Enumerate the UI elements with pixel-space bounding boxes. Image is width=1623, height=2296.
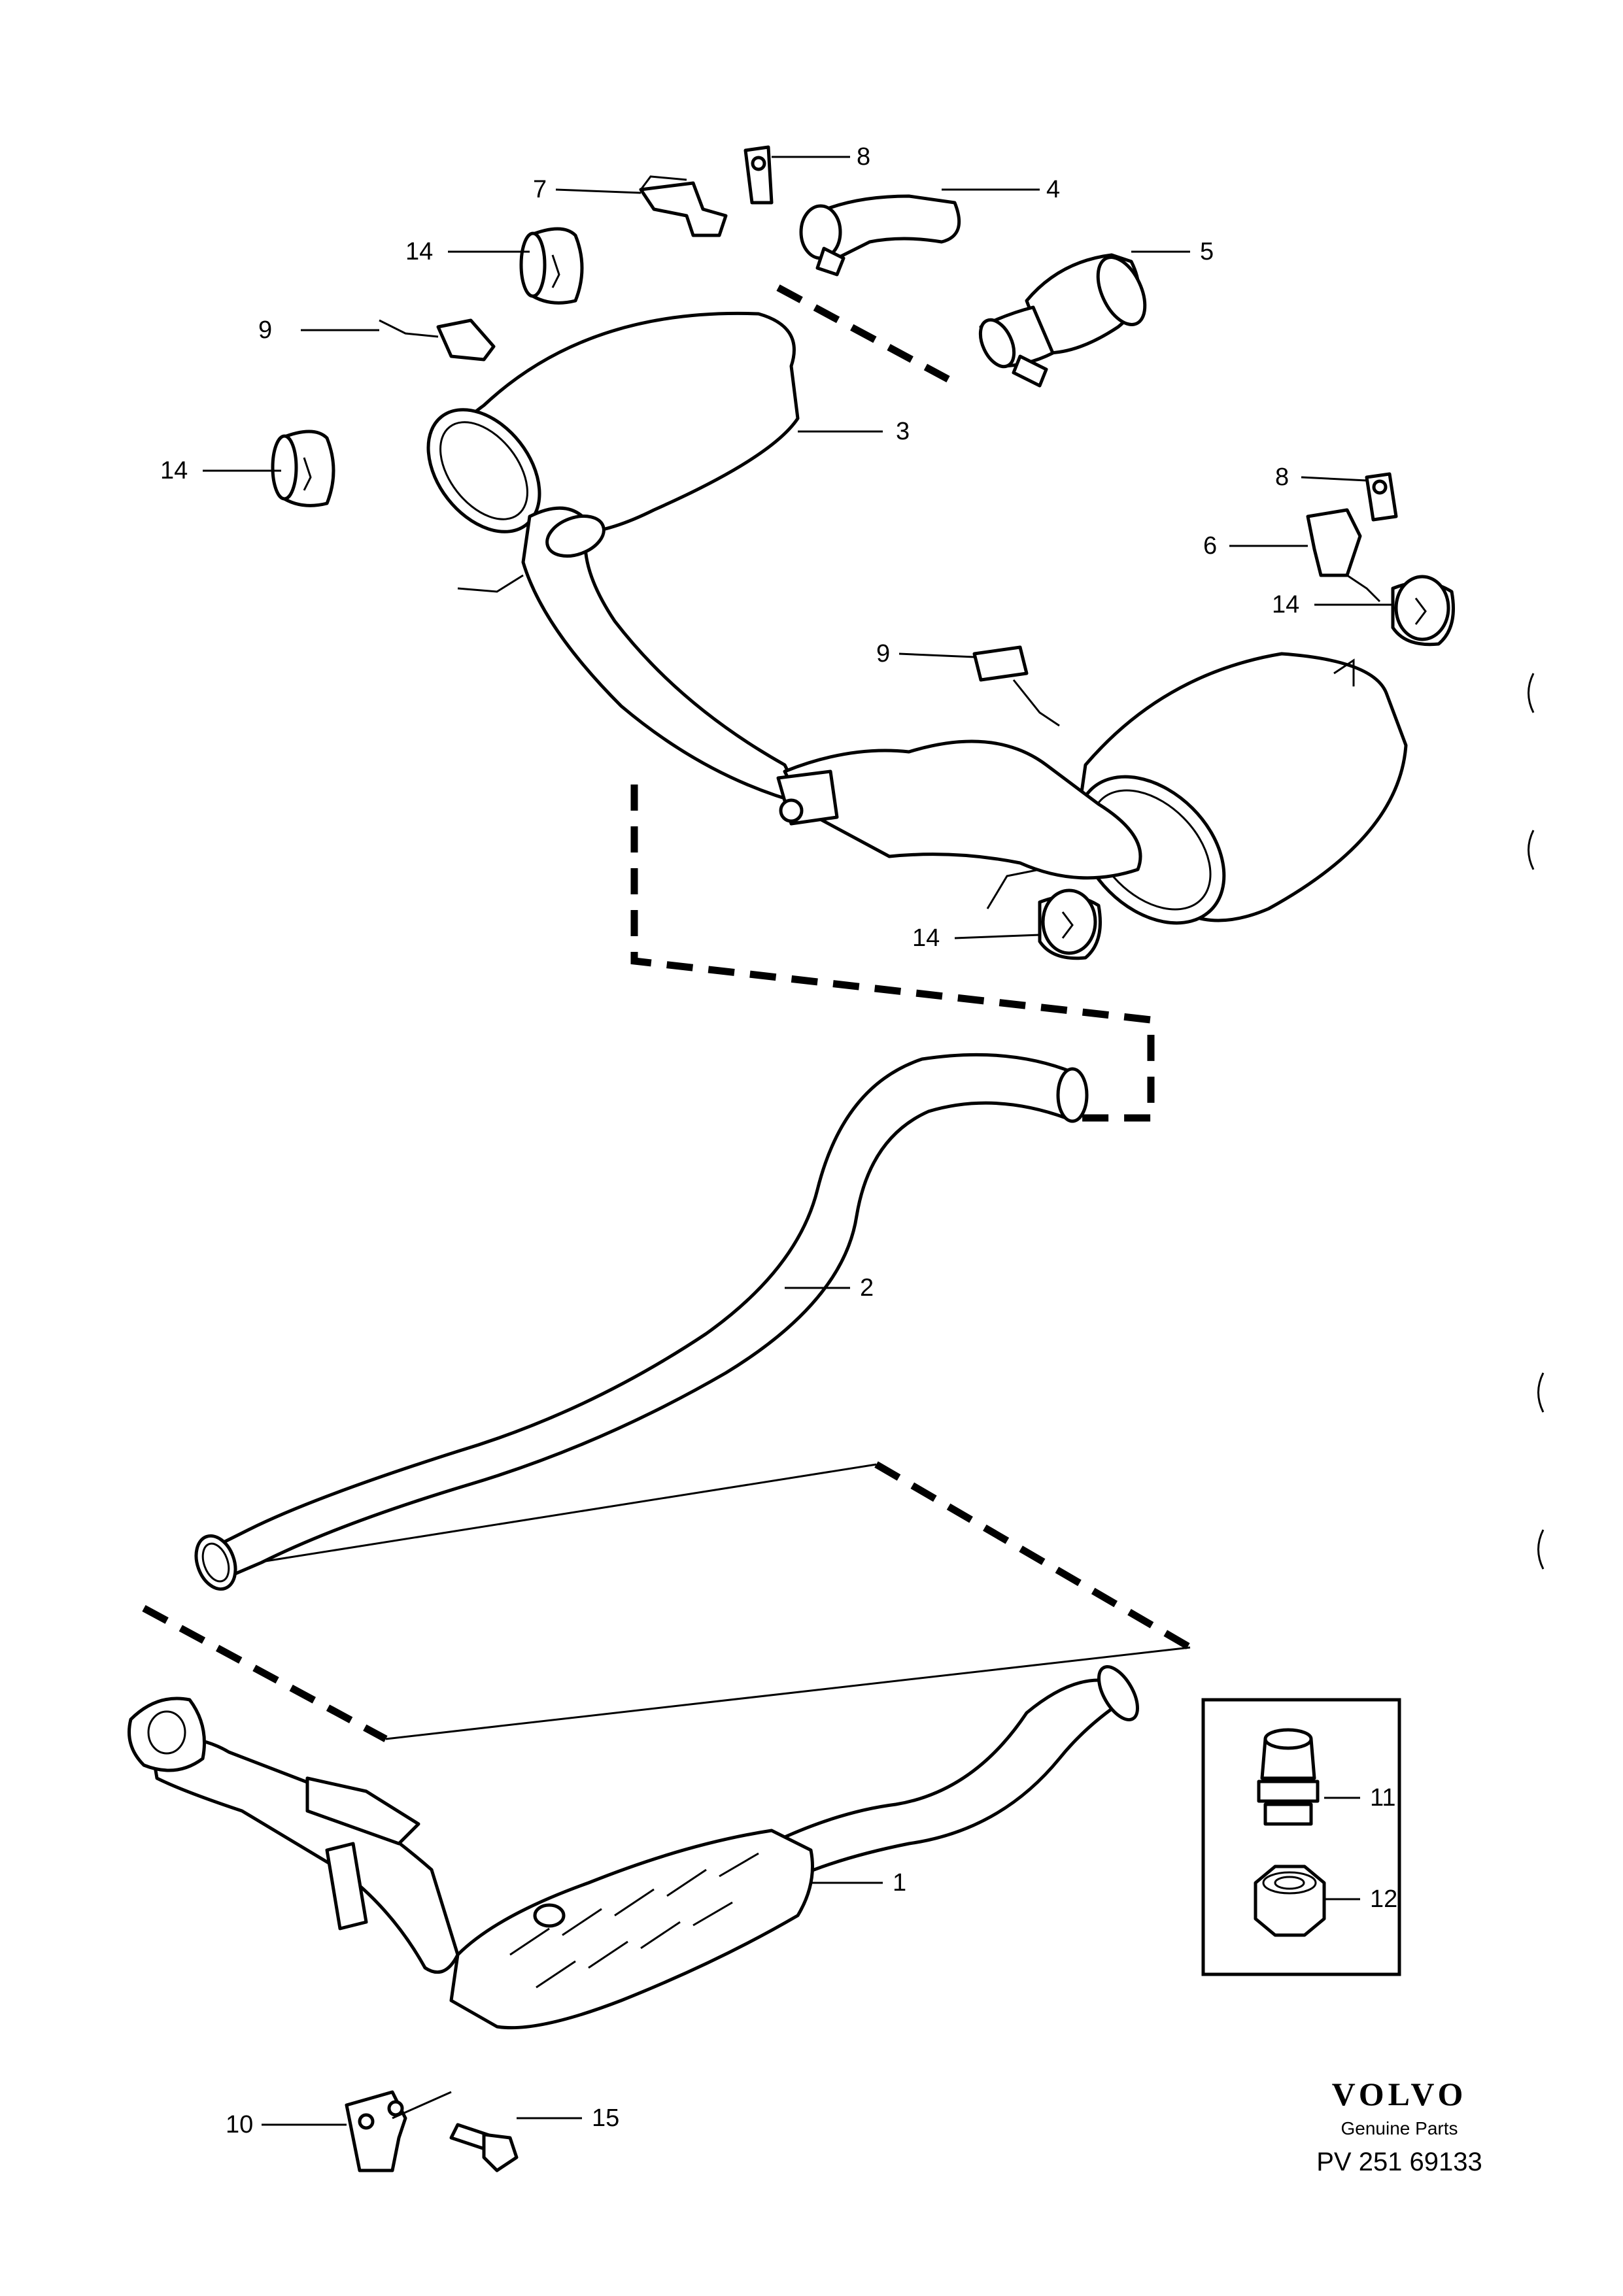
bracket-6-rod [1346, 574, 1381, 603]
callout-10: 9 [258, 316, 272, 344]
intermediate-pipe-body [214, 1053, 1074, 1584]
intermediate-pipe-front-rim [201, 1542, 230, 1583]
callout-8b: 8 [1275, 464, 1289, 491]
assembly-guide-lines [142, 284, 1192, 1742]
front-muffler-hanger-rod [986, 868, 1040, 909]
rear-muffler-end-plate [426, 408, 541, 533]
callout-4: 4 [1046, 176, 1060, 203]
callout-8a: 8 [857, 143, 870, 171]
bracket-10 [436, 318, 496, 362]
rear-muffler-hanger-rod [457, 574, 524, 593]
front-pipe-catalytic-converter [128, 1665, 1139, 2030]
callout-6: 6 [1203, 532, 1217, 560]
guide-line-front-top [215, 1463, 877, 1570]
volvo-logo: VOLVO [1332, 2076, 1467, 2112]
callout-14d: 14 [912, 924, 940, 952]
callout-11: 10 [226, 2111, 253, 2138]
bracket-10-rod [379, 319, 439, 338]
front-muffler-assembly [776, 652, 1408, 925]
bracket-8-upper [743, 145, 774, 205]
callout-14c: 14 [1272, 591, 1299, 618]
rubber-hangers [271, 227, 1455, 960]
bracket-9-rod [1012, 679, 1060, 727]
callout-9: 9 [876, 640, 890, 667]
bracket-7 [639, 181, 728, 237]
downpipe-bracket-plate [325, 1842, 368, 1931]
front-muffler-end-rim [1090, 789, 1212, 911]
bracket-6 [1306, 508, 1362, 577]
bolt-15-head [482, 2133, 519, 2172]
clamp-bolt-head [779, 798, 804, 823]
guide-line-muffler-tailpipe [776, 284, 950, 382]
callout-leaders [203, 156, 1393, 2126]
lambda-sensor-boss [533, 1903, 566, 1928]
guide-line-front-base [385, 1646, 1191, 1740]
brand-block: VOLVO Genuine Parts PV 251 69133 [1316, 2076, 1482, 2176]
guide-line-front-right [874, 1461, 1192, 1651]
bracket-8-lower-hole [1372, 479, 1388, 495]
leader-7 [555, 188, 641, 194]
leader-14d [954, 934, 1040, 939]
guide-line-muffler-midpipe [630, 785, 1155, 1122]
intermediate-pipe-front-end [194, 1534, 237, 1591]
callout-1: 1 [893, 1869, 906, 1897]
tailpipe-parts [799, 194, 1147, 388]
callout-7: 7 [533, 176, 547, 203]
bracket-9 [972, 645, 1029, 682]
margin-marks [1528, 673, 1545, 1570]
tailpipe-front-section [809, 194, 961, 263]
bracket-7-rod [640, 175, 687, 190]
bracket-11-arm [392, 2091, 452, 2119]
front-pipe-rear-flare [1097, 1665, 1139, 1721]
rear-muffler-assembly [426, 311, 806, 806]
hanger-brackets [379, 145, 1398, 727]
downpipe-heat-shield [305, 1776, 420, 1846]
rear-muffler-end-rim [439, 421, 528, 520]
callout-2: 2 [860, 1274, 874, 1302]
rubber-hanger-b [271, 430, 335, 507]
bracket-11-hole-b [387, 2100, 404, 2117]
front-muffler-tab [1333, 658, 1355, 686]
rear-pipe-outlet [545, 515, 606, 558]
intermediate-pipe [194, 1053, 1089, 1591]
leader-9 [898, 652, 975, 658]
rubber-hanger-c [1391, 575, 1455, 647]
callout-15: 15 [592, 2104, 619, 2132]
exhaust-manifold-flange [128, 1697, 206, 1772]
bracket-8-upper-hole [751, 156, 766, 171]
callout-14a: 14 [405, 238, 433, 265]
callout-3: 3 [896, 418, 910, 445]
intermediate-crossover-pipe [783, 739, 1142, 880]
guide-line-front-left [142, 1605, 388, 1742]
mounting-hardware [345, 2090, 519, 2172]
plug-12 [1257, 1728, 1320, 1826]
callout-5: 5 [1200, 238, 1214, 265]
catalytic-converter-body [449, 1829, 814, 2030]
rubber-hanger-a [519, 227, 584, 305]
tailpipe-rear-clamp [1012, 354, 1048, 388]
converter-heat-shield-ribs [509, 1852, 759, 1989]
callout-labels: 8 7 4 5 14 9 3 14 8 6 14 9 14 2 1 11 12 … [160, 143, 1397, 2138]
nut-13 [1254, 1865, 1326, 1937]
tailpipe-front-mouth [799, 204, 842, 260]
tailpipe-tip-mouth [1096, 256, 1147, 326]
front-downpipe [148, 1736, 460, 1974]
exhaust-flange-opening [147, 1710, 186, 1755]
bracket-11-hole-a [358, 2113, 375, 2130]
part-number: PV 251 69133 [1316, 2148, 1482, 2176]
callout-13: 12 [1370, 1885, 1397, 1913]
leader-8b [1301, 476, 1367, 482]
front-pipe-rear-section [783, 1678, 1127, 1878]
inset-box-plug-nut [1201, 1698, 1401, 1976]
callout-12: 11 [1370, 1784, 1395, 1812]
tailpipe-front-clamp [815, 246, 846, 277]
intermediate-pipe-rear-end [1056, 1067, 1089, 1123]
callout-14b: 14 [160, 457, 188, 484]
rubber-hanger-d [1038, 888, 1102, 960]
tailpipe-rear-mouth [978, 318, 1016, 369]
genuine-parts-label: Genuine Parts [1341, 2118, 1458, 2138]
